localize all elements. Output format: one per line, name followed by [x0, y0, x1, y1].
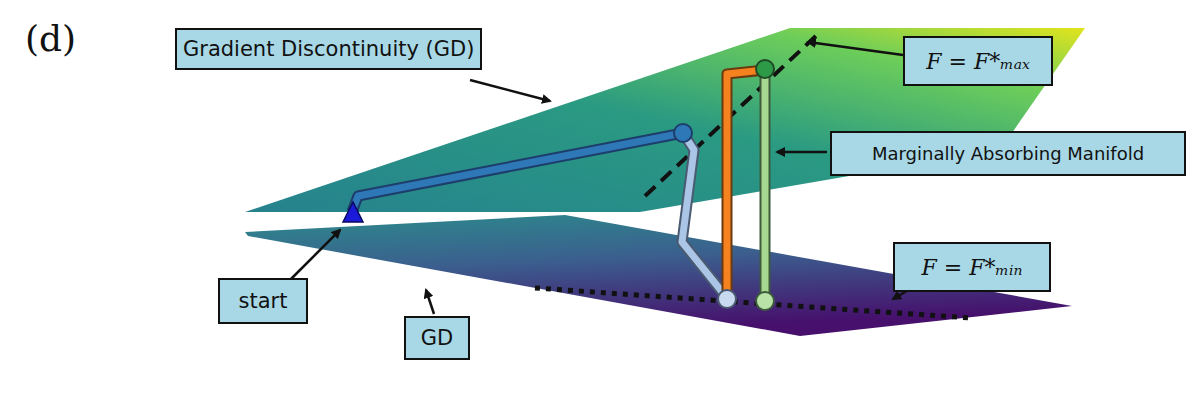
green-path: [762, 70, 769, 300]
callout-text: GD: [421, 326, 453, 350]
fmin-dotted-line: [535, 288, 970, 318]
path-point: [718, 290, 736, 308]
path-outline: [682, 133, 727, 298]
callout-box: Gradient Discontinuity (GD): [175, 28, 482, 70]
callout-text: start: [239, 289, 288, 313]
callout-box: Marginally Absorbing Manifold: [830, 131, 1186, 176]
leader-arrow: [470, 80, 550, 101]
callout-box: F = F*ₘₐₓ: [903, 36, 1053, 86]
path-outline: [352, 133, 683, 212]
path-point: [674, 124, 692, 142]
leader-arrow: [290, 230, 340, 280]
path-outline: [760, 70, 771, 300]
math-label: F = F*ₘₐₓ: [926, 49, 1030, 74]
callout-box: F = F*ₘᵢₙ: [893, 242, 1051, 292]
leader-arrow: [808, 42, 903, 55]
lightblue-path: [682, 133, 727, 298]
callout-box: GD: [404, 316, 470, 360]
lower-surface: [245, 215, 1072, 336]
path-point: [756, 60, 774, 78]
blue-path: [352, 133, 683, 212]
callout-text: Gradient Discontinuity (GD): [183, 37, 474, 61]
leader-arrow: [426, 290, 434, 314]
leader-arrow: [777, 151, 827, 154]
start-marker: [343, 202, 363, 222]
callout-text: Marginally Absorbing Manifold: [872, 143, 1144, 164]
path-outline: [727, 70, 765, 298]
orange-path: [727, 70, 765, 298]
path-point: [756, 292, 774, 310]
math-label: F = F*ₘᵢₙ: [922, 255, 1023, 280]
callout-box: start: [218, 278, 308, 324]
panel-label: (d): [25, 18, 76, 59]
